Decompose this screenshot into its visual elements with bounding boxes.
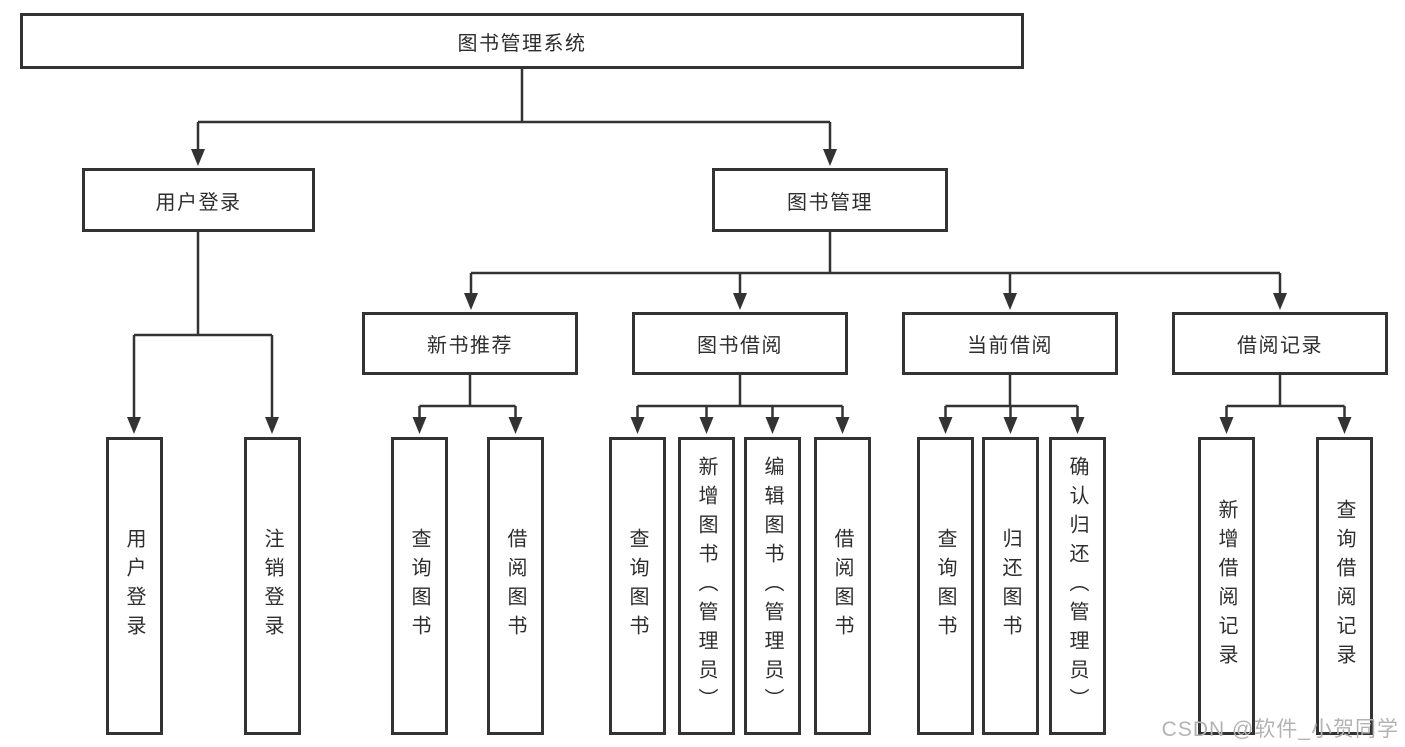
leaf-user-login: 用户登录 (106, 437, 163, 735)
node-root: 图书管理系统 (20, 13, 1024, 69)
arrow-down-icon (265, 417, 279, 434)
leaf-borrow-books: 借阅图书 (814, 437, 871, 735)
arrow-down-icon (835, 417, 850, 434)
leaf-query-books-current: 查询图书 (917, 437, 974, 735)
node-new-book-recommend: 新书推荐 (362, 312, 578, 375)
watermark: CSDN @软件_小贺同学 (1161, 718, 1399, 741)
arrow-down-icon (765, 417, 780, 434)
arrow-down-icon (630, 417, 645, 434)
arrowheads-group (127, 149, 1352, 434)
leaf-query-books-borrow: 查询图书 (609, 437, 666, 735)
leaf-borrow-books-recommend: 借阅图书 (487, 437, 544, 735)
arrow-down-icon (191, 149, 205, 166)
arrow-down-icon (508, 417, 523, 434)
arrow-down-icon (1070, 417, 1085, 434)
leaf-add-borrow-record: 新增借阅记录 (1198, 437, 1255, 735)
node-user-login: 用户登录 (82, 168, 315, 232)
connector-lines (132, 69, 1346, 420)
arrow-down-icon (464, 293, 478, 310)
arrow-down-icon (412, 417, 427, 434)
arrow-down-icon (1003, 293, 1017, 310)
leaf-return-book: 归还图书 (982, 437, 1039, 735)
arrow-down-icon (1337, 417, 1352, 434)
arrow-down-icon (127, 417, 141, 434)
leaf-query-borrow-record: 查询借阅记录 (1316, 437, 1373, 735)
leaf-add-book-admin: 新增图书（管理员） (678, 437, 735, 735)
leaf-confirm-return-admin: 确认归还（管理员） (1049, 437, 1106, 735)
arrow-down-icon (699, 417, 714, 434)
arrow-down-icon (938, 417, 953, 434)
arrow-down-icon (1003, 417, 1018, 434)
arrow-down-icon (1219, 417, 1234, 434)
arrow-down-icon (823, 149, 837, 166)
node-book-borrow: 图书借阅 (632, 312, 848, 375)
arrow-down-icon (733, 293, 747, 310)
node-current-borrow: 当前借阅 (902, 312, 1118, 375)
leaf-query-books-recommend: 查询图书 (391, 437, 448, 735)
leaf-logout: 注销登录 (244, 437, 301, 735)
node-borrow-records: 借阅记录 (1172, 312, 1388, 375)
leaf-edit-book-admin: 编辑图书（管理员） (744, 437, 801, 735)
node-book-management: 图书管理 (712, 168, 948, 232)
arrow-down-icon (1273, 293, 1287, 310)
